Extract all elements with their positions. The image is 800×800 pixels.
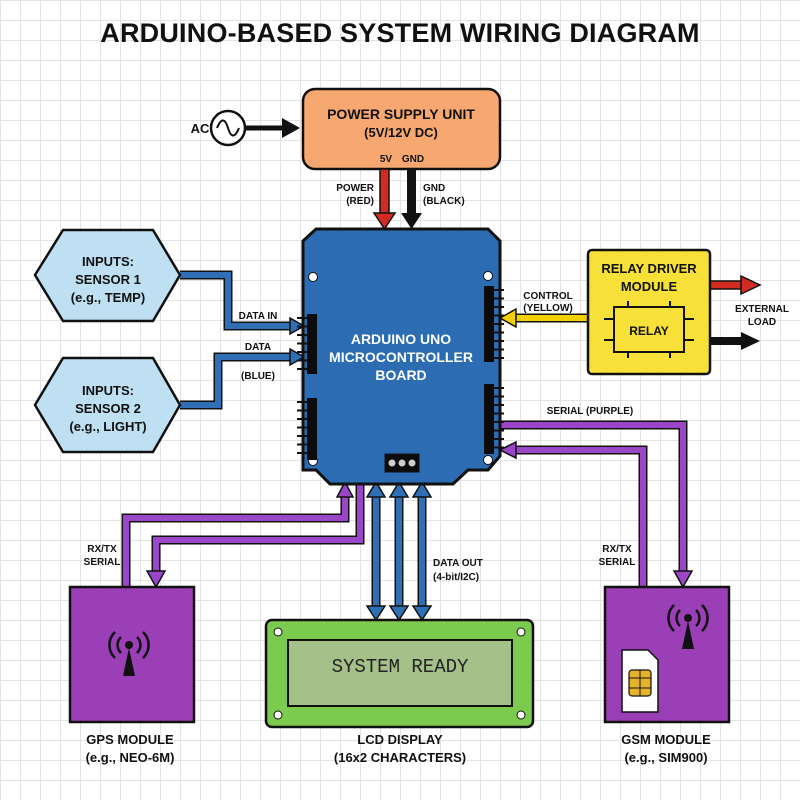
gsm-serial-label: SERIAL [599,557,636,568]
power-supply-unit: POWER SUPPLY UNIT (5V/12V DC) 5V GND [301,87,502,171]
external-label: EXTERNAL [735,304,789,315]
control-label: CONTROL [523,291,572,302]
psu-box [301,87,502,171]
gsm-name: GSM MODULE [621,732,711,747]
lcd-data-line-1 [365,480,387,622]
sensor-1-hexagon [33,228,182,323]
gps-model: (e.g., NEO-6M) [86,750,175,765]
data-bus-label: (4-bit/I2C) [433,572,479,583]
lcd-display: SYSTEM READY LCD DISPLAY (16x2 CHARACTER… [264,618,535,765]
right-header-bottom [484,384,494,454]
sensor-1-line2: SENSOR 1 [75,272,141,287]
power-wire-arrow [372,212,397,231]
relay-driver-module: RELAY DRIVER MODULE RELAY [586,248,712,376]
arduino-board: ARDUINO UNO MICROCONTROLLER BOARD [297,227,504,486]
lcd-data-line-2 [388,480,410,622]
data-label: DATA [245,342,271,353]
sensor-2-block: INPUTS: SENSOR 2 (e.g., LIGHT) [33,356,182,454]
relay-control-wire [498,307,588,329]
sensor-2-line1: INPUTS: [82,383,134,398]
psu-pin-5v: 5V [380,154,393,165]
lcd-screen [287,639,513,707]
lcd-screen-text: SYSTEM READY [332,656,469,678]
load-label: LOAD [748,317,776,328]
icsp-pin-icon [398,459,406,467]
gsm-model: (e.g., SIM900) [624,750,707,765]
gps-rxtx-label: RX/TX [87,544,117,555]
arduino-title-line1: ARDUINO UNO [351,331,451,347]
gnd-wire-black [407,169,416,215]
relay-title-line1: RELAY DRIVER [601,261,697,276]
gps-module: GPS MODULE (e.g., NEO-6M) [68,585,196,765]
sensor-2-line2: SENSOR 2 [75,401,141,416]
lcd-chars: (16x2 CHARACTERS) [334,750,466,765]
arduino-title-line3: BOARD [375,367,426,383]
sine-wave-icon [216,119,240,137]
power-wires: POWER (RED) GND (BLACK) [336,168,465,231]
sensor-2-line3: (e.g., LIGHT) [69,419,146,434]
sim-card-icon [621,649,659,713]
relay-output-black [710,332,760,350]
arduino-title-line2: MICROCONTROLLER [329,349,473,365]
gsm-serial-wire-out [500,420,694,589]
ac-label: AC [191,121,210,136]
gps-serial-wire-in [145,480,365,589]
control-color-label: (YELLOW) [523,303,572,314]
gps-serial-wire-out [121,480,355,587]
ac-source: AC [191,109,300,147]
lcd-data-line-3 [411,480,433,622]
sensor-1-block: INPUTS: SENSOR 1 (e.g., TEMP) [33,228,182,323]
gnd-wire-arrow [401,213,422,229]
power-wire-color: (RED) [346,196,374,207]
gsm-serial-wire-in [498,440,648,587]
power-wire-label: POWER [336,183,375,194]
left-header-top [307,314,317,374]
psu-title: POWER SUPPLY UNIT [327,106,475,122]
sensor-1-line1: INPUTS: [82,254,134,269]
psu-pin-gnd: GND [402,154,424,165]
sensor1-data-wire [180,270,306,336]
power-wire-red [379,168,390,216]
antenna-icon [108,631,150,676]
gnd-wire-label: GND [423,183,445,194]
diagram-title: ARDUINO-BASED SYSTEM WIRING DIAGRAM [100,18,700,48]
blue-label: (BLUE) [241,371,275,382]
lcd-name: LCD DISPLAY [357,732,443,747]
header-pins [297,289,504,454]
gnd-wire-color: (BLACK) [423,196,465,207]
right-header-top [484,286,494,362]
left-header-bottom [307,398,317,460]
psu-subtitle: (5V/12V DC) [364,125,438,140]
gsm-rxtx-label: RX/TX [602,544,632,555]
ac-arrow-head [282,118,300,138]
data-in-label: DATA IN [239,311,278,322]
relay-title-line2: MODULE [621,279,678,294]
mount-hole-icon [483,271,493,281]
relay-output-red [709,274,762,296]
icsp-pin-icon [388,459,396,467]
mount-hole-icon [308,272,318,282]
arduino-pcb [301,227,502,486]
sensor-2-hexagon [33,356,182,454]
gps-module-box [68,585,196,724]
data-out-label: DATA OUT [433,558,483,569]
icsp-pin-icon [408,459,416,467]
gsm-module: GSM MODULE (e.g., SIM900) [603,585,731,765]
antenna-icon [667,604,709,649]
sensor-1-line3: (e.g., TEMP) [71,290,145,305]
mount-hole-icon [483,455,493,465]
lcd-data-bus [365,480,433,622]
relay-label: RELAY [629,324,669,338]
serial-purple-label: SERIAL (PURPLE) [547,406,634,417]
gps-name: GPS MODULE [86,732,174,747]
gps-serial-label: SERIAL [84,557,121,568]
relay-component-icon [613,306,685,353]
